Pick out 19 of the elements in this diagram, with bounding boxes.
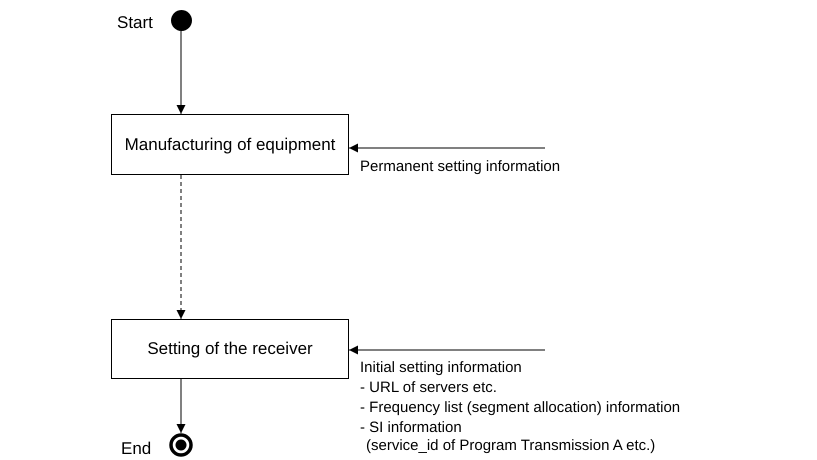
list-item: - URL of servers etc. [360,379,497,398]
list-item: - SI information [360,419,462,438]
node-caption: End [121,438,152,460]
arrow [176,174,186,320]
start-node-circle [171,10,192,31]
end-node-circle [169,433,193,457]
box-text: Manufacturing of equipment [124,134,336,156]
process-box [111,114,349,175]
list-item: - Frequency list (segment allocation) information [360,399,680,418]
box-text: Setting of the receiver [147,338,313,360]
process-box [111,319,349,379]
arrow [348,346,546,354]
arrow [176,30,186,114]
edge-label: Permanent setting information [360,158,560,177]
arrow [176,378,186,434]
arrow [348,144,546,152]
node-caption: Start [117,12,153,34]
edge-label: Initial setting information [360,359,522,378]
list-item: (service_id of Program Transmission A etc.) [366,437,656,456]
